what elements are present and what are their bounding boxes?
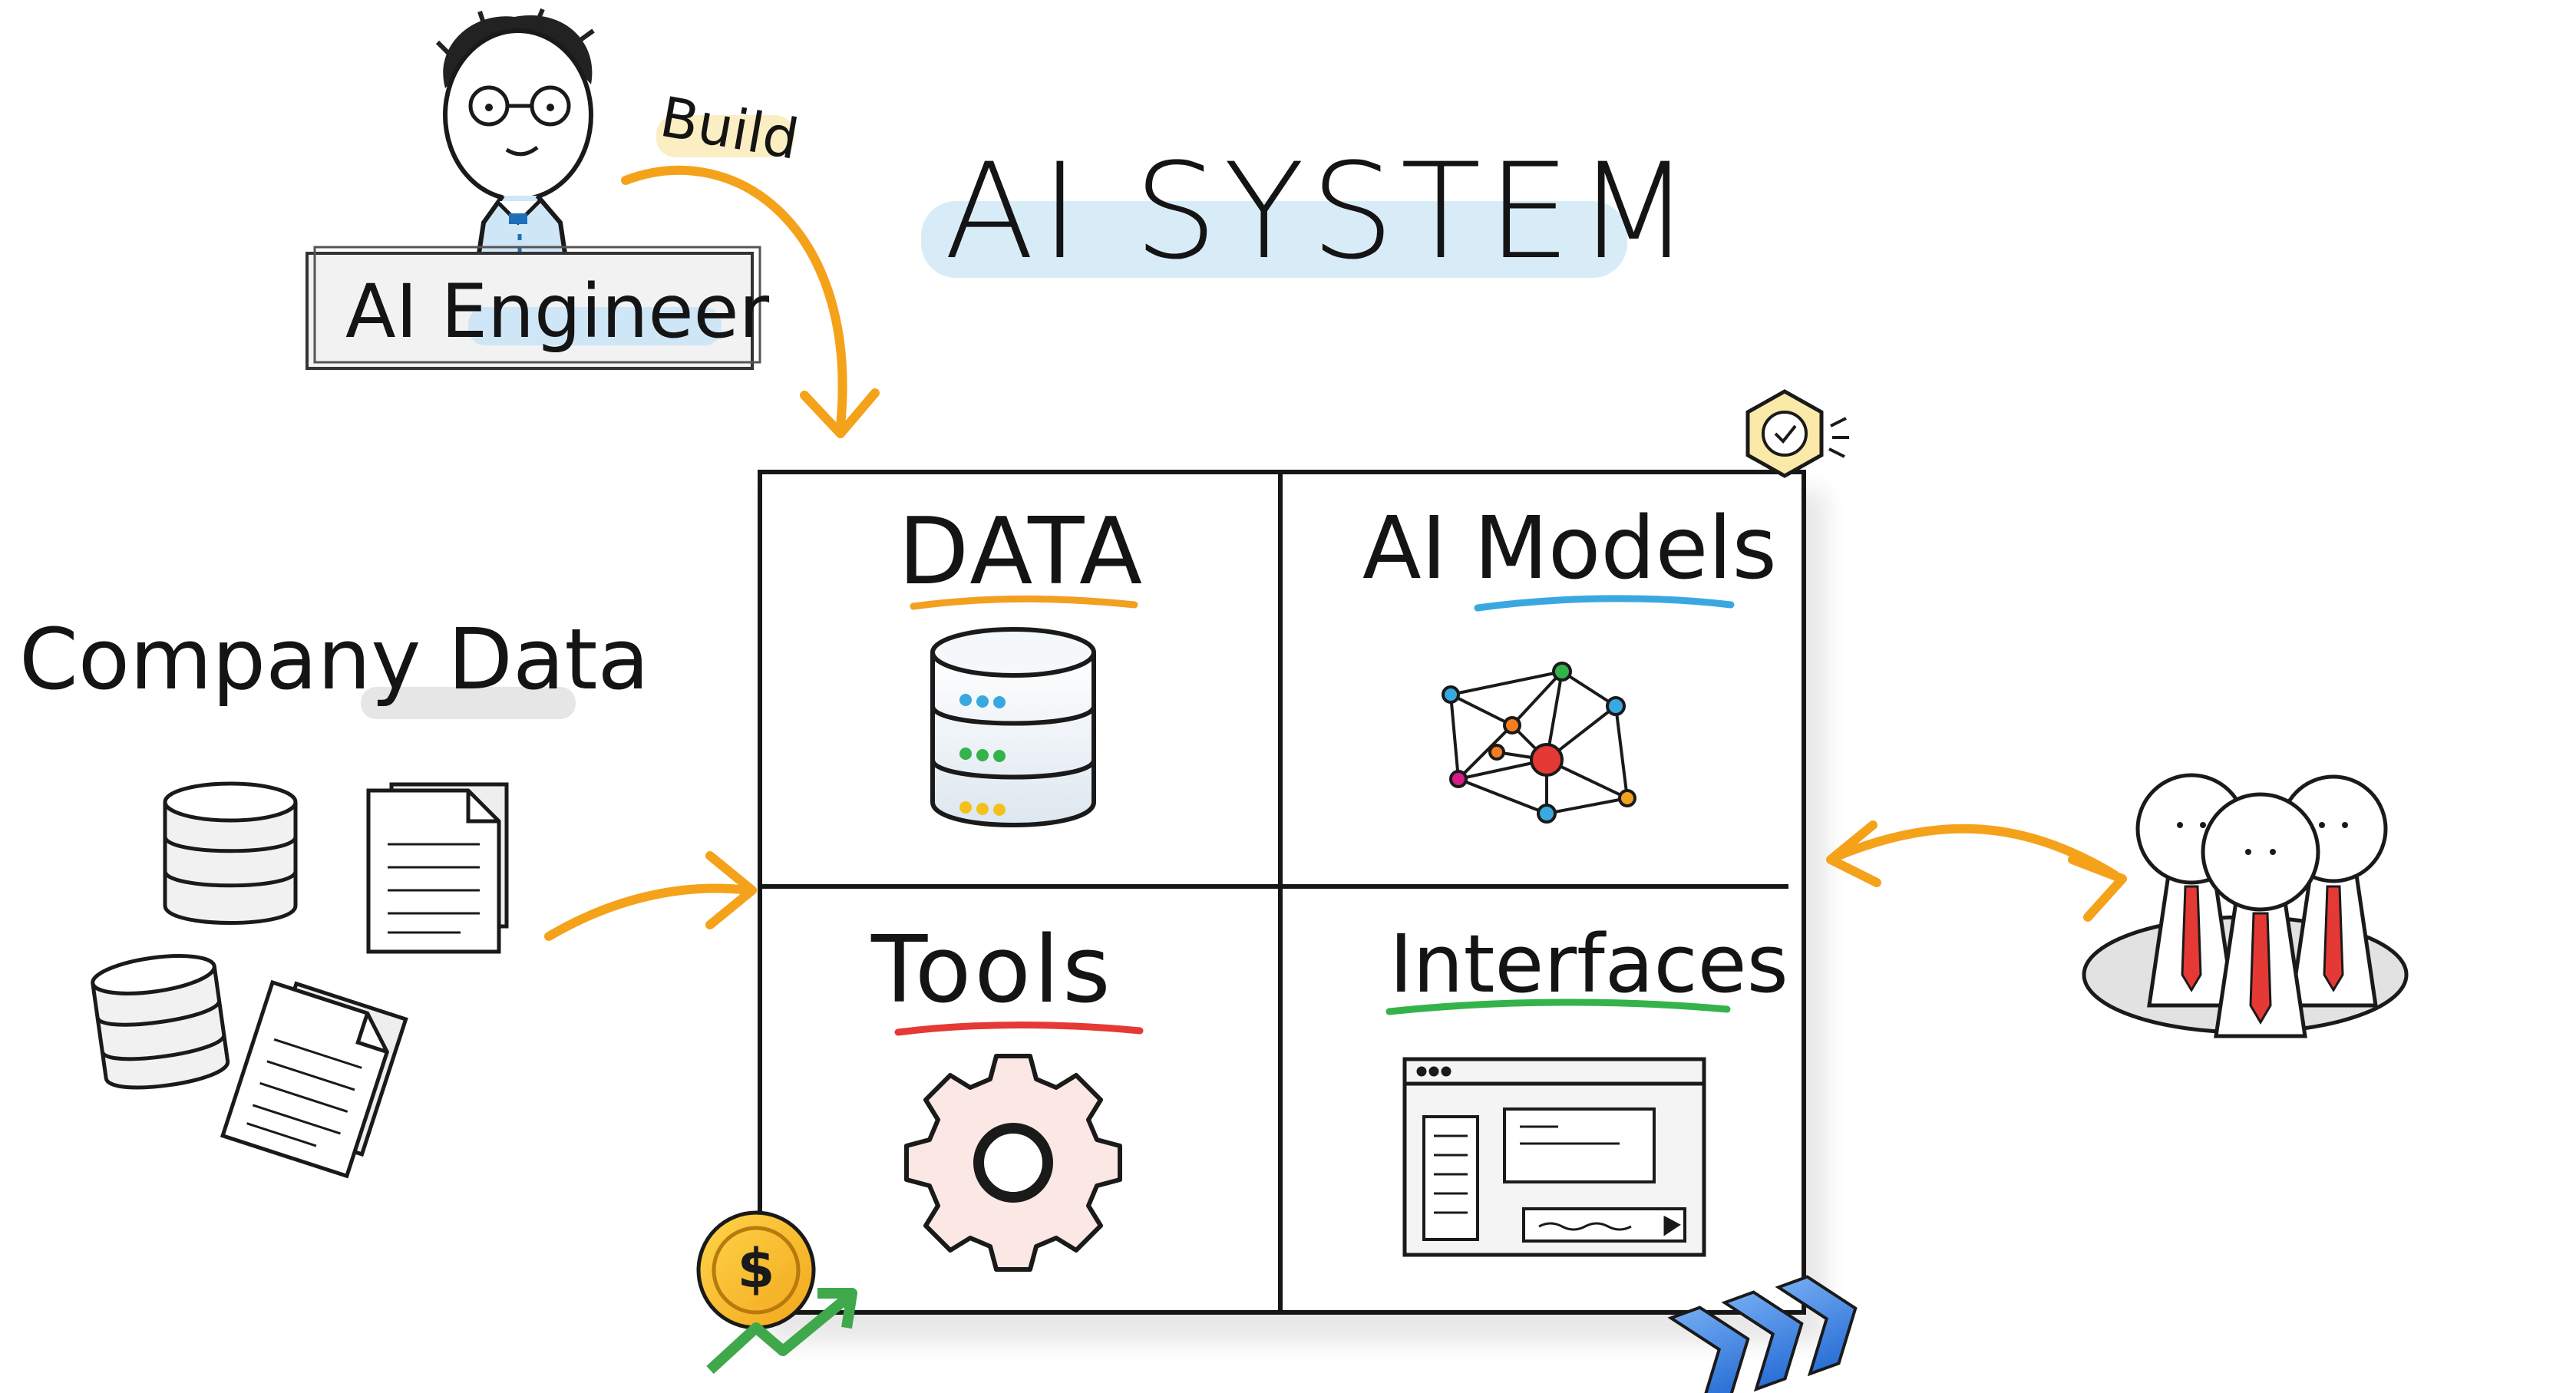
quadrant-data-label: DATA xyxy=(898,499,1145,606)
interfaces-underline xyxy=(1385,999,1731,1015)
app-window-icon xyxy=(1402,1057,1706,1257)
company-data-label: Company Data xyxy=(19,610,649,708)
engineer-label: AI Engineer xyxy=(345,269,770,355)
company-document-icon xyxy=(366,782,509,954)
svg-text:$: $ xyxy=(738,1237,775,1300)
company-document-icon xyxy=(220,979,408,1179)
security-shield-icon xyxy=(1745,389,1849,478)
data-underline xyxy=(910,595,1138,610)
quadrant-interfaces-label: Interfaces xyxy=(1389,917,1788,1011)
database-icon xyxy=(930,627,1096,827)
gear-icon xyxy=(904,1054,1122,1272)
fast-forward-icon xyxy=(1667,1275,1858,1393)
users-group-icon xyxy=(2082,773,2409,1038)
data-input-arrow xyxy=(544,883,753,941)
diagram-title: AI SYSTEM xyxy=(944,134,1697,289)
company-database-icon xyxy=(91,954,230,1090)
quadrant-models-label: AI Models xyxy=(1362,499,1777,599)
build-arrow xyxy=(621,165,847,431)
dollar-growth-icon: $ xyxy=(696,1210,857,1375)
company-database-icon xyxy=(163,781,298,925)
models-underline xyxy=(1474,595,1735,612)
engineer-label-box xyxy=(305,246,761,370)
quadrant-tools-label: Tools xyxy=(871,917,1114,1024)
title-highlight xyxy=(921,201,1627,278)
neural-network-icon xyxy=(1442,662,1636,824)
users-interaction-arrow xyxy=(1834,824,2119,880)
tools-underline xyxy=(894,1021,1144,1036)
